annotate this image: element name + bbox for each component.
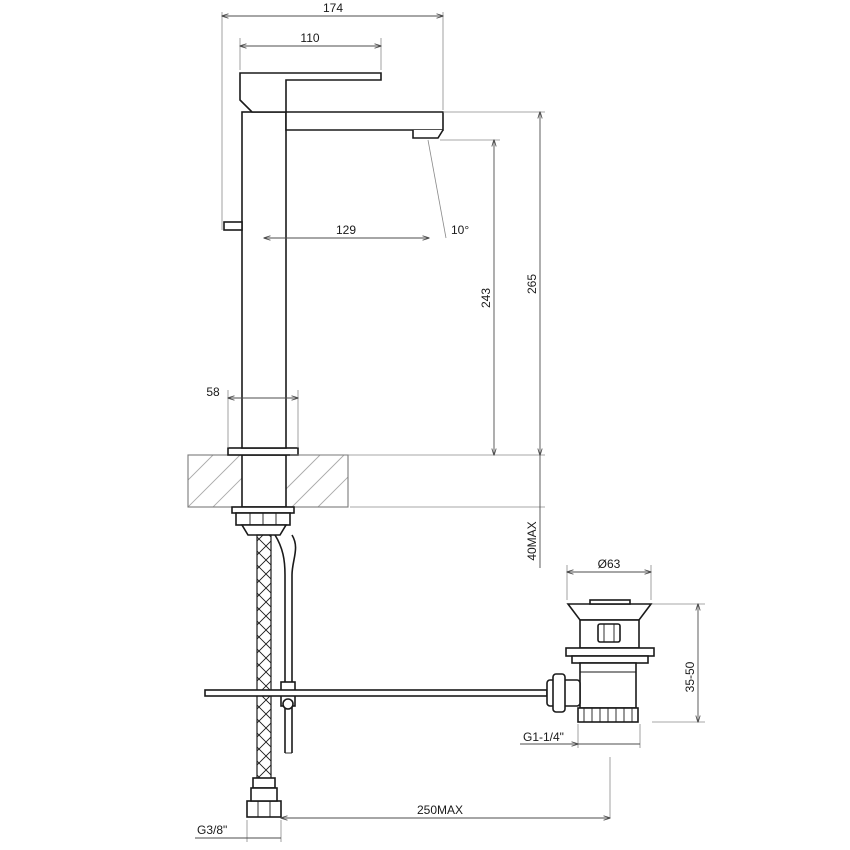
label-waste-thread: G1-1/4" [523,730,564,744]
waste-body [579,662,637,709]
label-spout-angle: 10° [451,223,469,237]
faucet-shank [241,454,287,508]
label-waste-diameter: Ø63 [598,557,621,571]
waste-rod-nut [552,673,566,713]
tail-fitting [240,524,288,536]
label-waste-height: 35-50 [683,661,697,692]
spout-aerator [412,129,444,139]
label-spout-height: 243 [479,288,493,308]
braided-hose [256,534,272,804]
faucet-lever [239,72,382,113]
label-spout-reach: 129 [336,223,356,237]
mounting-washer [231,506,295,514]
waste-plug-slot [597,623,621,643]
pull-rod [204,689,548,697]
hose-crimp [252,777,276,789]
label-body-width: 58 [206,385,220,399]
hose-nut [246,800,282,818]
label-lever-length: 110 [300,31,319,45]
label-rod-max: 250MAX [417,803,463,817]
faucet [223,72,444,536]
label-counter-max: 40MAX [525,521,539,560]
pop-up-waste [546,599,655,723]
waste-gasket [571,655,649,664]
label-overall-width: 174 [323,1,343,15]
hose-ferrule [250,787,278,802]
supply-hose [246,534,297,818]
faucet-base-plate [227,447,299,456]
faucet-spout [285,111,444,131]
rod-clamp-screw [282,698,294,710]
pop-up-knob [223,221,243,231]
dimension-labels: 174 110 129 10° 243 265 58 40MAX Ø63 35-… [197,1,697,837]
horizontal-rod [204,689,548,697]
waste-cap-top [589,599,631,605]
pop-up-vertical-rod-edge [291,534,297,753]
label-total-height: 265 [525,274,539,294]
waste-flange [565,647,655,657]
dimension-lines [195,16,698,839]
label-inlet-thread: G3/8" [197,823,227,837]
pop-up-vertical-rod [274,534,286,753]
waste-cap [566,603,653,621]
